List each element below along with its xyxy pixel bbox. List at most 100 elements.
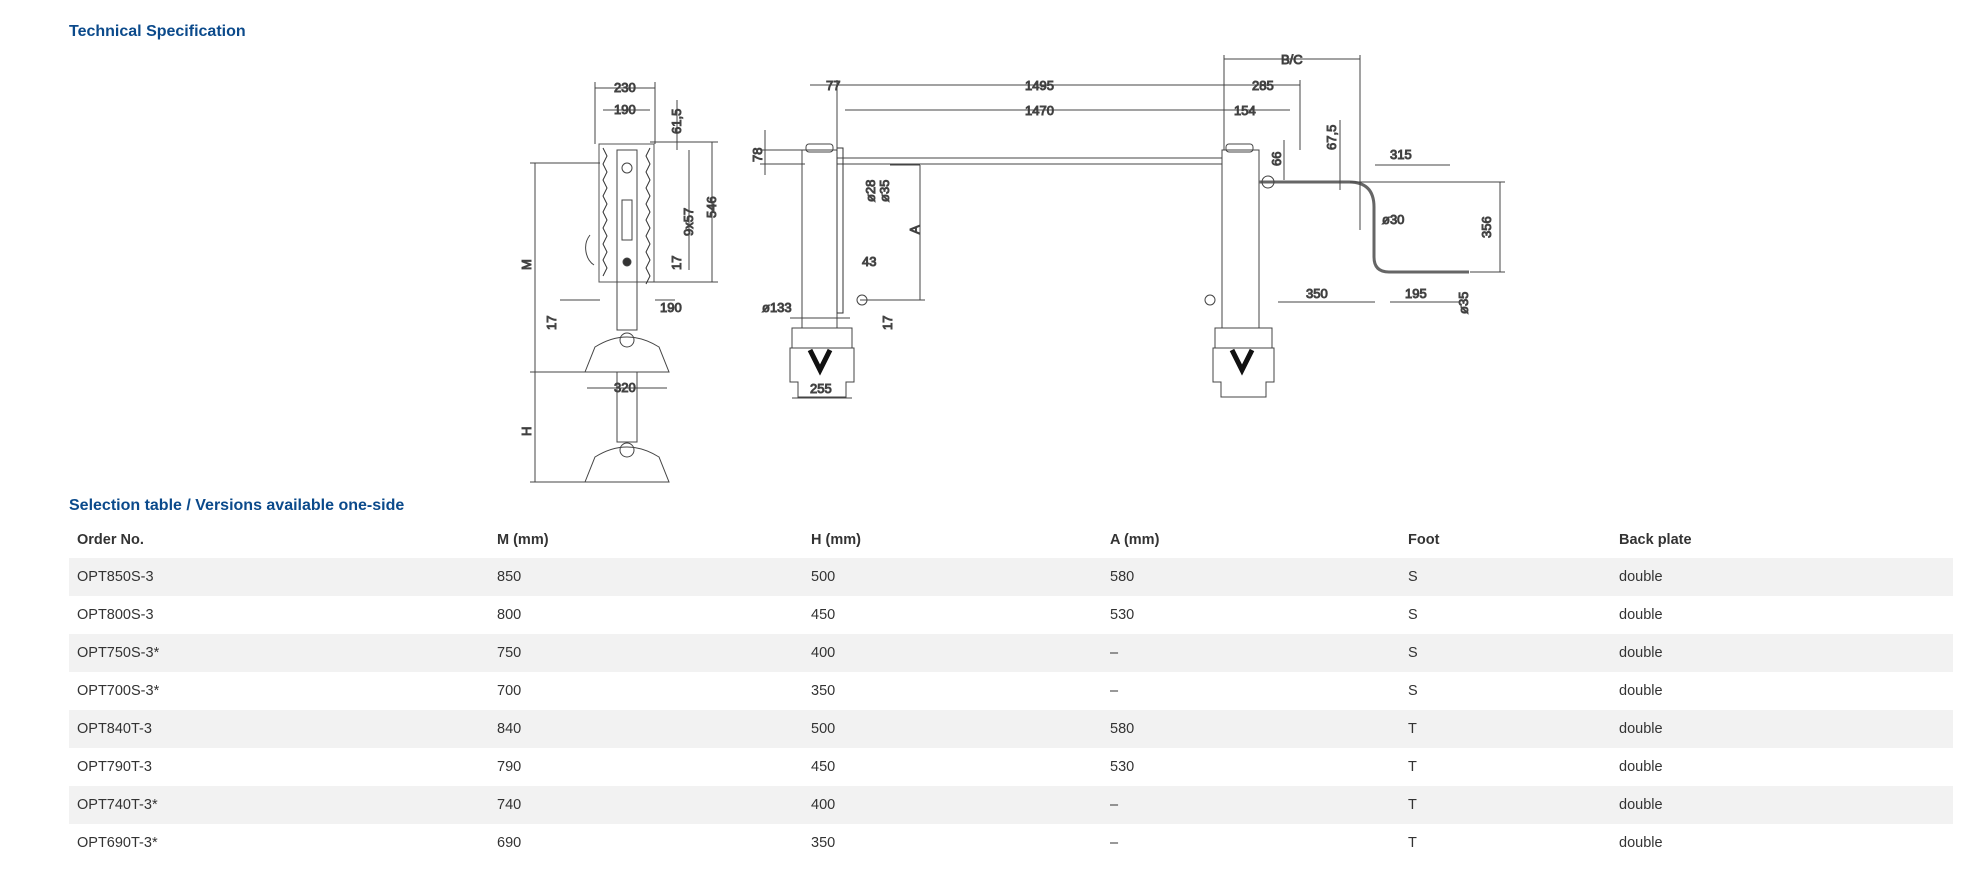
cell-foot: S (1408, 645, 1418, 661)
cell-m: 790 (497, 759, 522, 775)
technical-drawing: 230 190 61,5 9x57 546 17 190 17 320 M H … (519, 52, 1505, 483)
section-title: Technical Specification (69, 23, 246, 40)
cell-a: 580 (1110, 721, 1135, 737)
cell-a: – (1110, 683, 1119, 699)
cell-order-no: OPT800S-3 (77, 607, 154, 623)
cell-order-no: OPT840T-3 (77, 721, 152, 737)
cell-h: 350 (811, 835, 836, 851)
side-view-drawing (530, 82, 718, 483)
dim-61-5: 61,5 (669, 109, 684, 134)
cell-a: 530 (1110, 607, 1135, 623)
cell-h: 500 (811, 569, 836, 585)
cell-foot: S (1408, 607, 1418, 623)
table-header-row: Order No. M (mm) H (mm) A (mm) Foot Back… (69, 521, 1953, 558)
cell-foot: T (1408, 721, 1417, 737)
dim-M: M (519, 259, 534, 270)
dim-o35-handle: ø35 (1456, 292, 1471, 314)
dim-o133: ø133 (762, 300, 792, 315)
cell-h: 400 (811, 645, 836, 661)
cell-back-plate: double (1619, 797, 1663, 813)
dim-1495: 1495 (1025, 78, 1054, 93)
cell-back-plate: double (1619, 607, 1663, 623)
cell-back-plate: double (1619, 645, 1663, 661)
header-a: A (mm) (1110, 531, 1160, 548)
cell-order-no: OPT740T-3* (77, 797, 158, 813)
dim-190-lower: 190 (660, 300, 682, 315)
table-title: Selection table / Versions available one… (69, 497, 405, 514)
cell-foot: T (1408, 759, 1417, 775)
cell-back-plate: double (1619, 569, 1663, 585)
dim-17-left: 17 (544, 316, 559, 330)
dim-230: 230 (614, 80, 636, 95)
cell-order-no: OPT850S-3 (77, 569, 154, 585)
cell-order-no: OPT750S-3* (77, 645, 160, 661)
cell-a: – (1110, 645, 1119, 661)
dim-285: 285 (1252, 78, 1274, 93)
dim-320: 320 (614, 380, 636, 395)
cell-m: 690 (497, 835, 522, 851)
cell-h: 350 (811, 683, 836, 699)
dim-350: 350 (1306, 286, 1328, 301)
dim-67-5: 67,5 (1324, 125, 1339, 150)
cell-back-plate: double (1619, 683, 1663, 699)
cell-back-plate: double (1619, 835, 1663, 851)
cell-m: 840 (497, 721, 522, 737)
header-h: H (mm) (811, 531, 861, 548)
cell-foot: S (1408, 569, 1418, 585)
cell-back-plate: double (1619, 721, 1663, 737)
cell-a: 530 (1110, 759, 1135, 775)
cell-h: 450 (811, 759, 836, 775)
dim-17: 17 (669, 256, 684, 270)
dim-356: 356 (1479, 216, 1494, 238)
dim-9x57: 9x57 (681, 208, 696, 236)
cell-order-no: OPT690T-3* (77, 835, 158, 851)
cell-h: 450 (811, 607, 836, 623)
dim-H: H (519, 427, 534, 436)
cell-order-no: OPT700S-3* (77, 683, 160, 699)
dim-315: 315 (1390, 147, 1412, 162)
dim-17-mid: 17 (880, 316, 895, 330)
cell-h: 500 (811, 721, 836, 737)
dim-154: 154 (1234, 103, 1256, 118)
cell-foot: T (1408, 797, 1417, 813)
cell-order-no: OPT790T-3 (77, 759, 152, 775)
dim-A: A (907, 225, 922, 234)
dim-b-c: B/C (1281, 52, 1303, 67)
header-m: M (mm) (497, 531, 549, 548)
header-order-no: Order No. (77, 531, 144, 548)
cell-foot: S (1408, 683, 1418, 699)
dim-1470: 1470 (1025, 103, 1054, 118)
cell-m: 700 (497, 683, 522, 699)
dim-78: 78 (750, 148, 765, 162)
dim-o35: ø35 (877, 180, 892, 202)
front-view-drawing (760, 55, 1505, 399)
cell-m: 800 (497, 607, 522, 623)
dim-66: 66 (1269, 152, 1284, 166)
dim-43: 43 (862, 254, 876, 269)
cell-back-plate: double (1619, 759, 1663, 775)
selection-table: Order No. M (mm) H (mm) A (mm) Foot Back… (69, 521, 1953, 862)
cell-foot: T (1408, 835, 1417, 851)
dim-77: 77 (826, 78, 840, 93)
dim-190: 190 (614, 102, 636, 117)
cell-a: – (1110, 797, 1119, 813)
dim-195: 195 (1405, 286, 1427, 301)
cell-m: 850 (497, 569, 522, 585)
dim-o28: ø28 (863, 180, 878, 202)
cell-m: 750 (497, 645, 522, 661)
header-foot: Foot (1408, 531, 1440, 548)
dim-255: 255 (810, 381, 832, 396)
header-back-plate: Back plate (1619, 531, 1692, 548)
cell-a: – (1110, 835, 1119, 851)
cell-h: 400 (811, 797, 836, 813)
dim-o30: ø30 (1382, 212, 1404, 227)
cell-m: 740 (497, 797, 522, 813)
